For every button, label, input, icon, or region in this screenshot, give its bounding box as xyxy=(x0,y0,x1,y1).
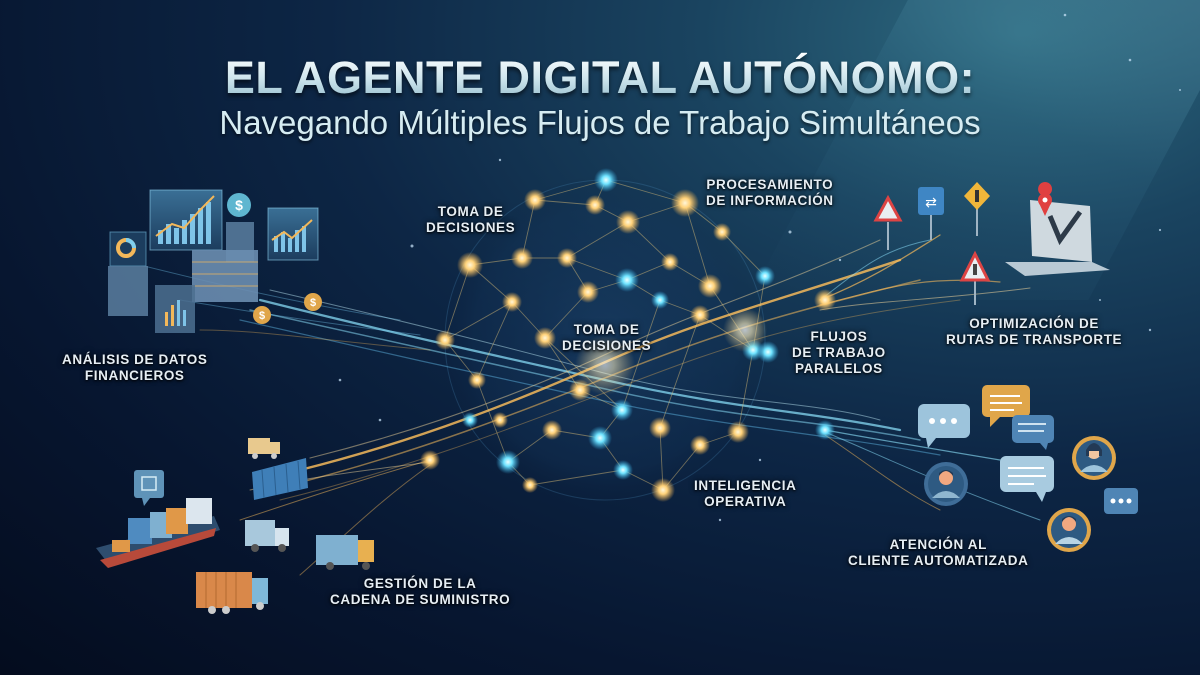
dollar-coin-icon: $ xyxy=(253,306,271,324)
label-line: Toma de xyxy=(573,322,640,337)
chat-bubble-icon xyxy=(1000,456,1054,502)
label-line: financieros xyxy=(84,368,185,383)
cargo-ship-icon xyxy=(96,498,220,568)
label-decision-making-top: Toma de decisiones xyxy=(426,204,515,236)
network-nodes xyxy=(420,168,836,502)
label-line: cadena de suministro xyxy=(330,592,511,607)
label-line: paralelos xyxy=(795,361,883,376)
user-avatar-icon xyxy=(1047,508,1091,552)
user-avatar-icon xyxy=(924,462,968,506)
server-stack-icon xyxy=(192,250,258,302)
label-operational-intelligence: Inteligencia operativa xyxy=(694,478,796,510)
label-transport-route-optimization: Optimización de rutas de transporte xyxy=(946,316,1122,348)
container-icon xyxy=(252,458,308,500)
label-automated-customer-service: Atención al cliente automatizada xyxy=(848,537,1029,569)
label-line: Optimización de xyxy=(969,316,1099,331)
delivery-truck-icon xyxy=(316,535,374,570)
traffic-light-sign-icon xyxy=(964,182,990,236)
svg-text:$: $ xyxy=(259,310,265,322)
page-title: EL AGENTE DIGITAL AUTÓNOMO: xyxy=(0,52,1200,104)
label-line: decisiones xyxy=(426,220,516,235)
line-chart-icon xyxy=(149,189,223,251)
label-line: Inteligencia xyxy=(694,478,797,493)
package-icon xyxy=(134,470,164,506)
label-line: Gestión de la xyxy=(363,576,477,591)
delivery-truck-icon xyxy=(245,520,289,552)
server-stack-icon xyxy=(108,266,148,316)
label-line: operativa xyxy=(704,494,787,509)
dollar-coin-icon: $ xyxy=(304,293,322,311)
label-information-processing: Procesamiento de información xyxy=(706,177,834,209)
chat-bubble-icon xyxy=(1012,415,1054,450)
label-line: de información xyxy=(706,193,834,208)
donut-chart-icon xyxy=(109,231,147,267)
map-pin-icon xyxy=(1039,203,1051,216)
sparkles xyxy=(338,13,1181,522)
label-line: cliente automatizada xyxy=(848,553,1029,568)
label-financial-analysis: Análisis de datos financieros xyxy=(62,352,207,384)
label-line: Procesamiento xyxy=(706,177,834,192)
label-line: Análisis de datos xyxy=(62,352,208,367)
financial-icons: $ $ $ xyxy=(108,189,322,333)
chat-bubble-icon xyxy=(918,404,970,448)
warning-sign-icon xyxy=(959,250,991,305)
dollar-coin-icon: $ xyxy=(227,193,251,217)
customer-icons xyxy=(918,385,1138,552)
route-sign-icon: ⇄ xyxy=(918,187,944,240)
label-parallel-workflows: Flujos de trabajo paralelos xyxy=(792,329,886,377)
label-line: de trabajo xyxy=(792,345,886,360)
delivery-truck-icon xyxy=(248,438,280,459)
map-icon xyxy=(1005,182,1110,276)
svg-text:$: $ xyxy=(310,297,316,309)
label-line: rutas de transporte xyxy=(946,332,1123,347)
svg-text:$: $ xyxy=(235,197,243,213)
page-subtitle: Navegando Múltiples Flujos de Trabajo Si… xyxy=(219,104,981,141)
transport-icons: ⇄ xyxy=(873,182,1110,305)
label-line: Atención al xyxy=(889,537,987,552)
label-line: decisiones xyxy=(562,338,652,353)
label-decision-making-center: Toma de decisiones xyxy=(562,322,651,354)
line-chart-icon xyxy=(267,207,319,261)
container-truck-icon xyxy=(196,572,268,614)
user-avatar-icon xyxy=(1072,436,1116,480)
supply-chain-icons xyxy=(96,438,374,614)
label-line: Toma de xyxy=(437,204,504,219)
warning-sign-icon xyxy=(873,194,903,250)
chat-bubble-icon xyxy=(1104,488,1138,514)
chat-bubble-icon xyxy=(982,385,1030,427)
svg-text:⇄: ⇄ xyxy=(925,195,937,211)
label-supply-chain-management: Gestión de la cadena de suministro xyxy=(330,576,510,608)
bar-chart-icon xyxy=(155,285,195,333)
label-line: Flujos xyxy=(810,329,868,344)
